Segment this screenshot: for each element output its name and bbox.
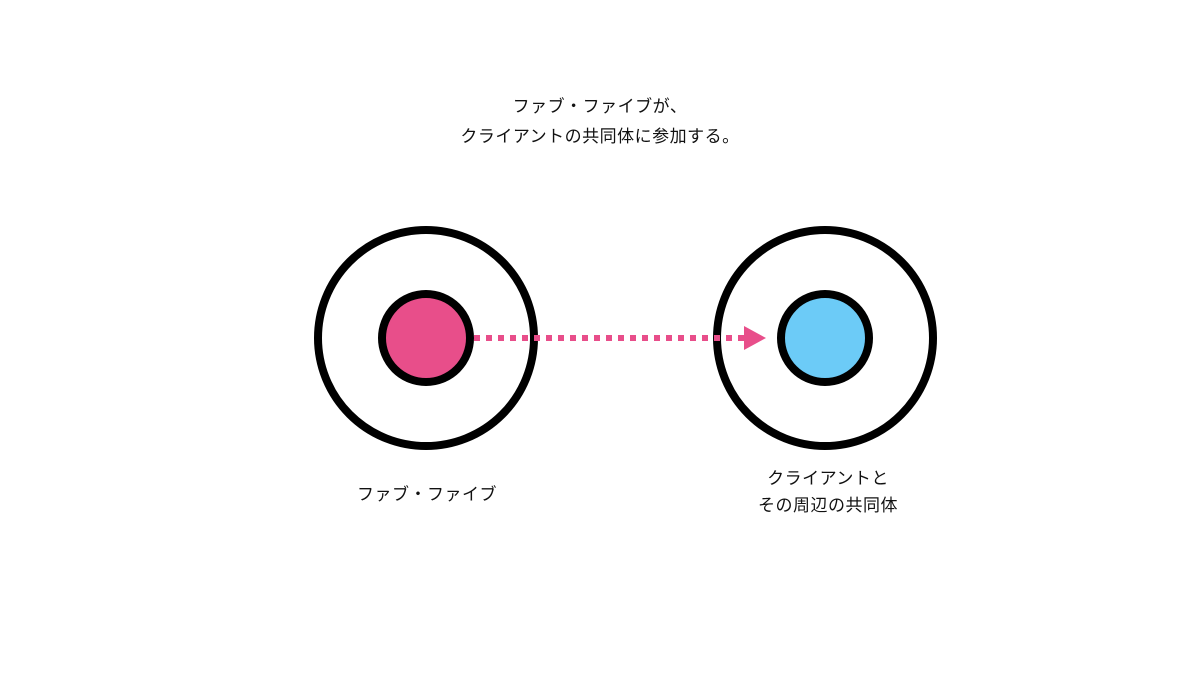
- target-label-line-2: その周辺の共同体: [758, 496, 898, 516]
- heading-line-2: クライアントの共同体に参加する。: [460, 127, 740, 147]
- slide-heading: ファブ・ファイブが、 クライアントの共同体に参加する。: [0, 92, 1200, 152]
- target-node: [777, 290, 873, 386]
- heading-line-1: ファブ・ファイブが、: [512, 97, 688, 117]
- source-node: [378, 290, 474, 386]
- source-label: ファブ・ファイブ: [287, 482, 567, 509]
- target-label-line-1: クライアントと: [767, 469, 889, 489]
- target-label: クライアントと その周辺の共同体: [688, 466, 968, 520]
- arrow-head: [744, 326, 766, 350]
- source-label-text: ファブ・ファイブ: [357, 485, 497, 505]
